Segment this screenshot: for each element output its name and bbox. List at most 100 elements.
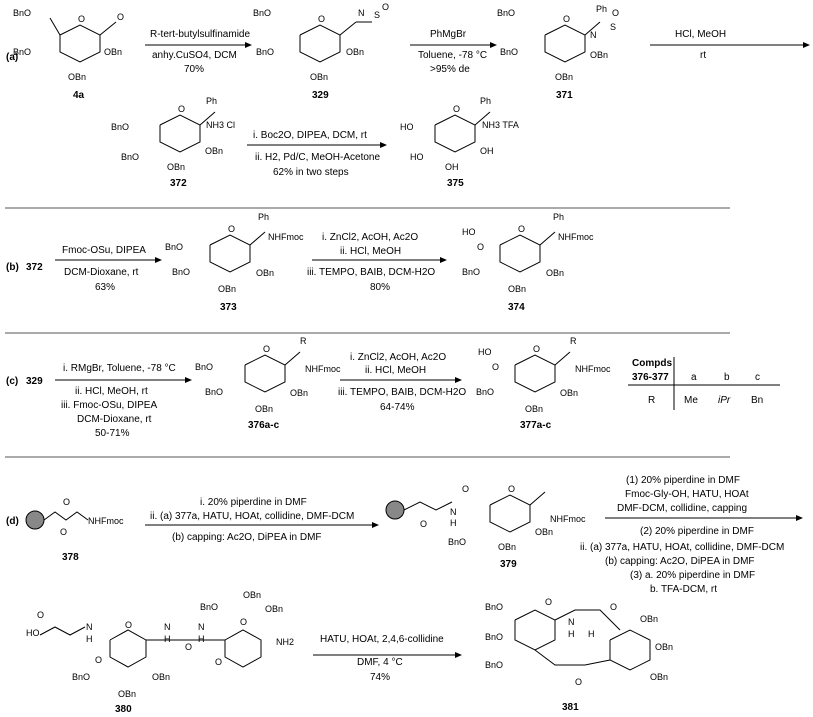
svg-text:Ph: Ph [206,96,217,106]
svg-text:BnO: BnO [485,602,503,612]
svg-text:O: O [185,642,192,652]
table-val-c: Bn [751,395,763,406]
cmpd-4a: 4a [73,90,85,101]
d-step2-6: b. TFA-DCM, rt [650,584,717,595]
table-val-a: Me [684,395,698,406]
a-step4-ii: ii. H2, Pd/C, MeOH-Acetone [255,152,380,163]
svg-text:Ph: Ph [553,212,564,222]
svg-text:OBn: OBn [546,268,564,278]
svg-text:O: O [612,8,619,18]
svg-text:BnO: BnO [13,8,31,18]
d-step1-i: i. 20% piperdine in DMF [200,497,307,508]
structure-329: O N S O BnO BnO OBn OBn [253,2,389,82]
d-step2-1c: DMF-DCM, collidine, capping [617,503,747,514]
svg-text:N: N [568,617,575,627]
structure-4a: O O BnO BnO OBn OBn [13,8,124,82]
svg-text:OBn: OBn [218,284,236,294]
a-step2-de: >95% de [430,64,470,75]
svg-text:OBn: OBn [104,47,122,57]
svg-text:O: O [95,655,102,665]
svg-text:OBn: OBn [650,672,668,682]
c-start: 329 [26,376,43,387]
c-nhfmoc-376: NHFmoc [305,364,341,374]
svg-text:BnO: BnO [172,267,190,277]
svg-text:H: H [198,634,205,644]
svg-text:BnO: BnO [111,122,129,132]
svg-text:OBn: OBn [655,642,673,652]
svg-text:N: N [86,622,93,632]
svg-text:OBn: OBn [290,388,308,398]
table-val-b: iPr [718,395,731,406]
svg-text:N: N [358,8,365,18]
arrowhead-d1 [372,522,379,528]
b-step2-iii: iii. TEMPO, BAIB, DCM-H2O [307,267,435,278]
svg-text:OBn: OBn [265,604,283,614]
svg-text:BnO: BnO [200,602,218,612]
svg-text:O: O [228,224,235,234]
svg-text:O: O [563,14,570,24]
svg-text:O: O [533,344,540,354]
cmpd-380: 380 [115,704,132,715]
svg-text:OBn: OBn [535,527,553,537]
structure-381: BnO BnO BnO O N H H O OBn OBn OBn O [485,597,673,687]
svg-text:OBn: OBn [346,47,364,57]
svg-text:O: O [215,657,222,667]
cmpd-377: 377a-c [520,420,552,431]
cmpd-373: 373 [220,302,237,313]
structure-378: O O [25,497,89,537]
svg-text:O: O [178,104,185,114]
structure-372: O Ph BnO BnO OBn OBn [111,96,223,172]
cmpd-381: 381 [562,702,579,713]
svg-text:HO: HO [400,122,414,132]
d-step1-ii: ii. (a) 377a, HATU, HOAt, collidine, DMF… [150,511,354,522]
arrowhead-c2 [455,377,462,383]
cmpd-378: 378 [62,552,79,563]
arrowhead-a2 [490,42,497,48]
nh3-cl-label: NH3 Cl [206,120,235,130]
b-step2-yield: 80% [370,282,390,293]
b-step2-ii: ii. HCl, MeOH [340,246,401,257]
svg-text:O: O [37,610,44,620]
arrowhead-a3 [803,42,810,48]
svg-text:O: O [117,12,124,22]
svg-text:O: O [453,104,460,114]
svg-text:O: O [240,617,247,627]
svg-text:O: O [610,602,617,612]
a-step2-reagent: PhMgBr [430,29,467,40]
cmpd-376: 376a-c [248,420,280,431]
cmpd-329: 329 [312,90,329,101]
arrowhead-d3 [455,652,462,658]
d-nhfmoc-378: NHFmoc [88,516,124,526]
svg-text:S: S [610,22,616,32]
d-step3-reagent: HATU, HOAt, 2,4,6-collidine [320,634,444,645]
structure-379: O O N H O BnO OBn OBn [385,484,553,552]
a-step3-cond: rt [700,50,706,61]
panel-c-label: (c) [6,376,18,387]
structure-376: O R BnO BnO OBn OBn [195,336,308,414]
structure-380: HO O N H O O BnO OBn OBn N H O N H O O B… [26,590,294,699]
svg-text:OBn: OBn [560,388,578,398]
cmpd-374: 374 [508,302,525,313]
table-col-c: c [755,372,760,383]
svg-text:N: N [164,622,171,632]
b-step2-i: i. ZnCl2, AcOH, Ac2O [322,232,418,243]
svg-text:O: O [462,484,469,494]
nh3-tfa-label: NH3 TFA [482,120,519,130]
d-step2-3: ii. (a) 377a, HATU, HOAt, collidine, DMF… [580,542,784,553]
arrowhead-c1 [185,377,192,383]
svg-text:OBn: OBn [167,162,185,172]
svg-text:OBn: OBn [205,146,223,156]
c-step2-yield: 64-74% [380,402,415,413]
arrowhead-a4 [380,142,387,148]
svg-text:O: O [477,242,484,252]
svg-text:O: O [60,527,67,537]
svg-text:OBn: OBn [498,542,516,552]
svg-text:H: H [568,629,575,639]
structure-377: O R HO O BnO OBn OBn [476,336,578,414]
svg-text:O: O [382,2,389,12]
svg-text:Ph: Ph [480,96,491,106]
svg-text:O: O [518,224,525,234]
svg-text:O: O [318,14,325,24]
svg-text:BnO: BnO [485,632,503,642]
